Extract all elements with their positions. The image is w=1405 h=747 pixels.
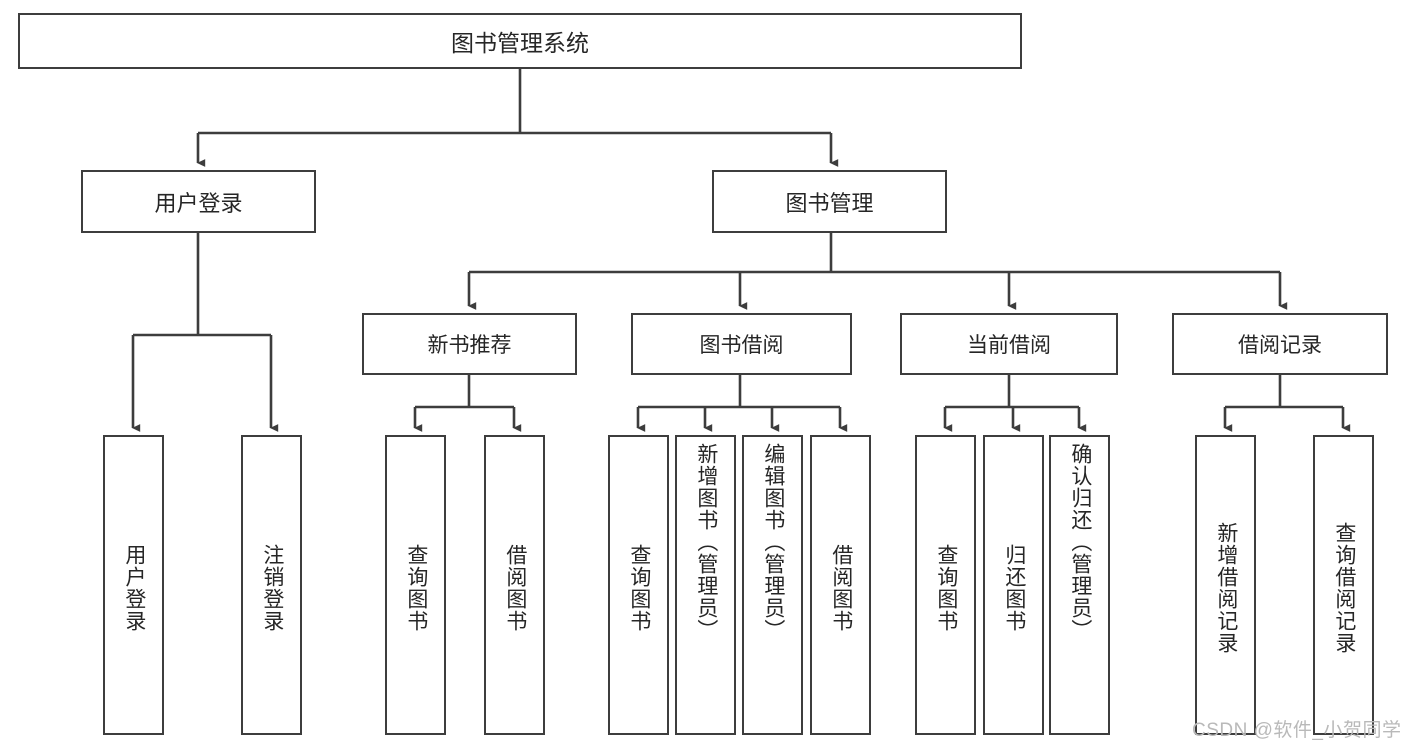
node-label: 新书推荐 <box>427 334 512 357</box>
node-label: 借阅图书 <box>829 544 853 632</box>
node-label: 查询图书 <box>934 544 958 632</box>
node-label: 借阅记录 <box>1238 334 1322 357</box>
node-label: 用户登录 <box>122 544 146 632</box>
node-label: 图书借阅 <box>699 334 784 357</box>
node-current-borrow[interactable]: 当前借阅 <box>900 313 1118 375</box>
leaf-add-borrow-record[interactable]: 新增借阅记录 <box>1195 435 1256 735</box>
node-label: 编辑图书（管理员） <box>761 443 785 641</box>
node-label: 借阅图书 <box>503 544 527 632</box>
node-label: 确认归还（管理员） <box>1068 443 1092 641</box>
node-label: 新增借阅记录 <box>1214 522 1238 654</box>
node-label: 查询图书 <box>404 544 428 632</box>
node-book-management[interactable]: 图书管理 <box>712 170 947 233</box>
leaf-text-wrap: 用户登录 <box>105 443 162 747</box>
node-label: 当前借阅 <box>967 334 1051 357</box>
node-label: 图书管理 <box>785 190 874 216</box>
leaf-confirm-return-admin[interactable]: 确认归还（管理员） <box>1049 435 1110 735</box>
leaf-borrow-book[interactable]: 借阅图书 <box>810 435 871 735</box>
node-label: 注销登录 <box>260 544 284 632</box>
leaf-text-wrap: 查询图书 <box>917 443 974 747</box>
node-label: 新增图书（管理员） <box>694 443 718 641</box>
node-user-login[interactable]: 用户登录 <box>81 170 316 233</box>
leaf-text-wrap: 新增借阅记录 <box>1197 443 1254 747</box>
node-book-borrow[interactable]: 图书借阅 <box>631 313 852 375</box>
leaf-query-book-borrow[interactable]: 查询图书 <box>608 435 669 735</box>
leaf-query-book-current[interactable]: 查询图书 <box>915 435 976 735</box>
leaf-text-wrap: 归还图书 <box>985 443 1042 747</box>
leaf-query-book-recommend[interactable]: 查询图书 <box>385 435 446 735</box>
leaf-add-book-admin[interactable]: 新增图书（管理员） <box>675 435 736 735</box>
node-label: 用户登录 <box>154 190 243 216</box>
node-borrow-record[interactable]: 借阅记录 <box>1172 313 1388 375</box>
leaf-text-wrap: 注销登录 <box>243 443 300 747</box>
leaf-text-wrap: 借阅图书 <box>812 443 869 747</box>
leaf-user-login[interactable]: 用户登录 <box>103 435 164 735</box>
node-label: 归还图书 <box>1002 544 1026 632</box>
leaf-return-book[interactable]: 归还图书 <box>983 435 1044 735</box>
node-label: 图书管理系统 <box>451 30 589 56</box>
leaf-text-wrap: 查询图书 <box>610 443 667 747</box>
leaf-text-wrap: 借阅图书 <box>486 443 543 747</box>
node-root-system[interactable]: 图书管理系统 <box>18 13 1022 69</box>
leaf-edit-book-admin[interactable]: 编辑图书（管理员） <box>742 435 803 735</box>
node-label: 查询借阅记录 <box>1332 522 1356 654</box>
leaf-text-wrap: 查询借阅记录 <box>1315 443 1372 747</box>
leaf-borrow-book-recommend[interactable]: 借阅图书 <box>484 435 545 735</box>
leaf-text-wrap: 新增图书（管理员） <box>677 443 734 733</box>
node-label: 查询图书 <box>627 544 651 632</box>
leaf-user-logout[interactable]: 注销登录 <box>241 435 302 735</box>
leaf-text-wrap: 编辑图书（管理员） <box>744 443 801 733</box>
leaf-text-wrap: 确认归还（管理员） <box>1051 443 1108 733</box>
leaf-query-borrow-record[interactable]: 查询借阅记录 <box>1313 435 1374 735</box>
node-new-book-recommend[interactable]: 新书推荐 <box>362 313 577 375</box>
leaf-text-wrap: 查询图书 <box>387 443 444 747</box>
csdn-watermark: CSDN @软件_小贺同学 <box>1192 720 1402 741</box>
